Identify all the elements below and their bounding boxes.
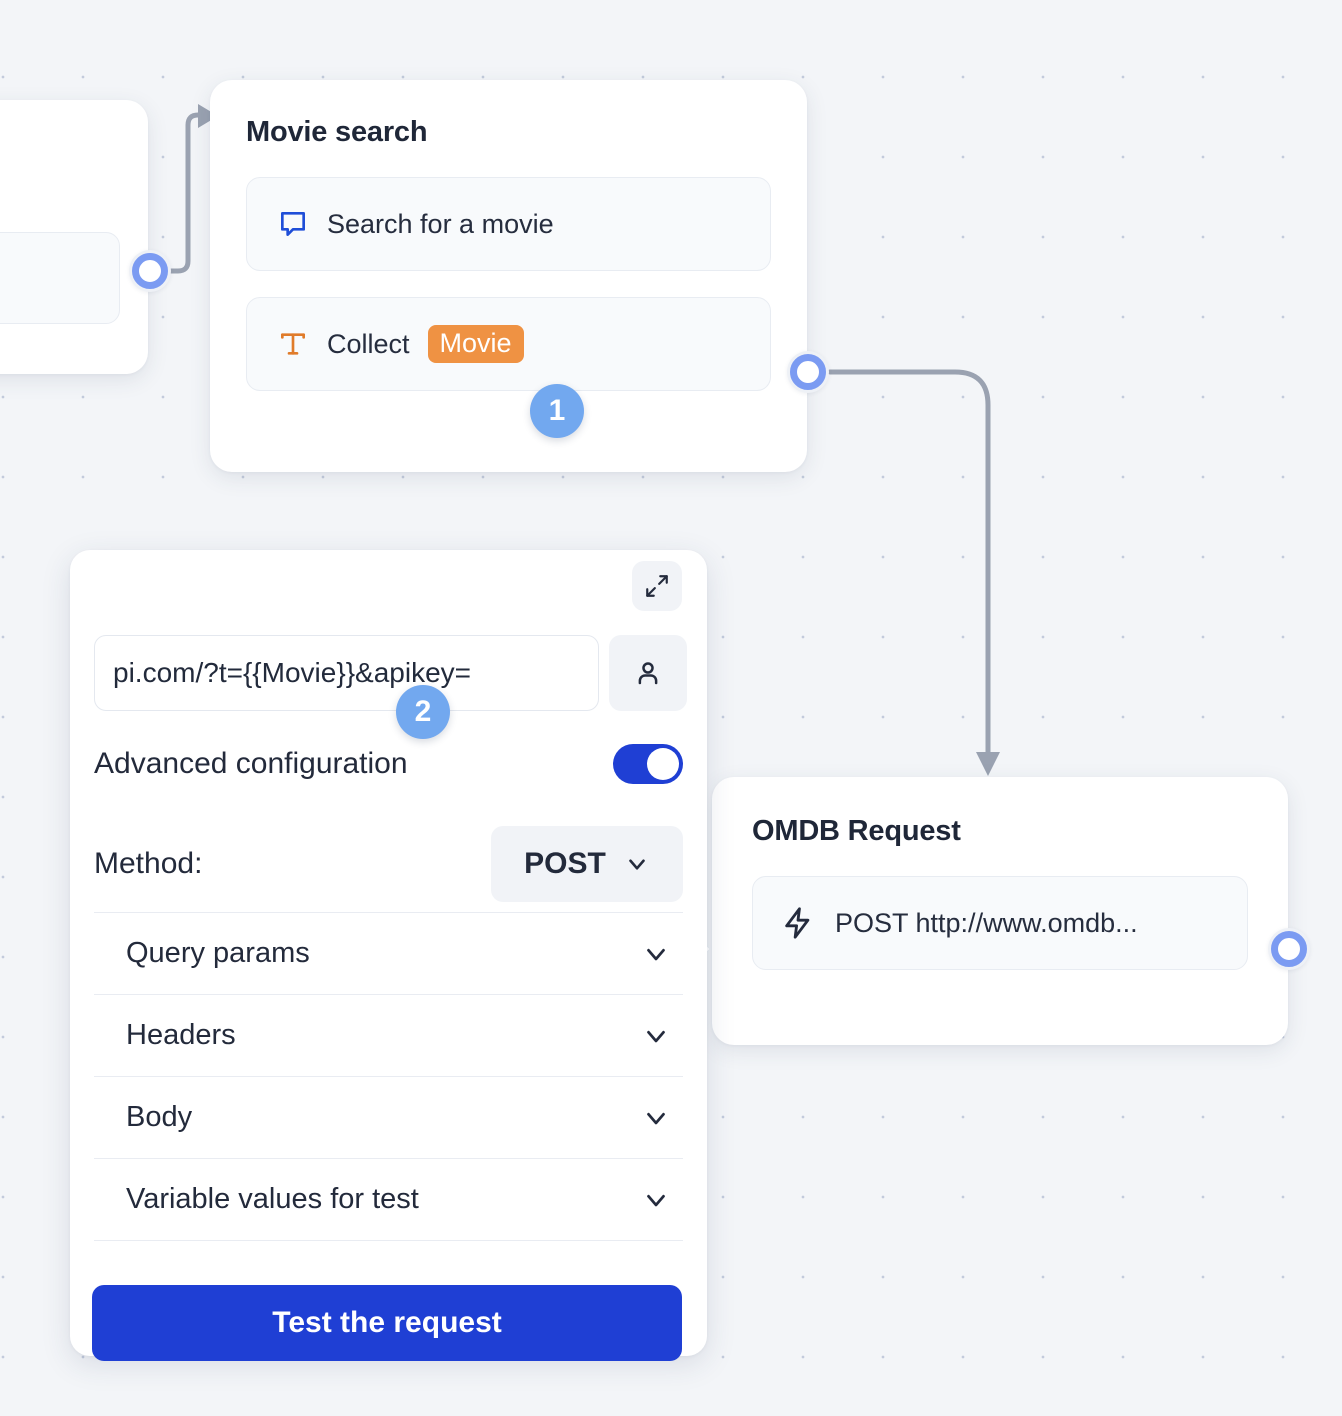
accordion-label: Headers (126, 1019, 236, 1051)
chevron-down-icon (641, 939, 671, 969)
node-step-collect-movie[interactable]: Collect Movie (246, 297, 771, 391)
method-label: Method: (94, 847, 203, 880)
step-badge-2[interactable]: 2 (396, 685, 450, 739)
node-card-partial-left[interactable] (0, 100, 148, 374)
speech-bubble-icon (277, 208, 309, 240)
expand-diagonal-icon (644, 573, 670, 599)
node-step-label: Search for a movie (327, 208, 554, 239)
user-variable-button[interactable] (609, 635, 687, 711)
request-url-input[interactable] (94, 635, 599, 711)
advanced-configuration-toggle[interactable] (613, 744, 683, 784)
chevron-down-icon (641, 1021, 671, 1051)
accordion-item-variable-values-for-test[interactable]: Variable values for test (94, 1159, 683, 1241)
advanced-configuration-row: Advanced configuration (94, 744, 683, 784)
accordion-label: Variable values for test (126, 1183, 419, 1215)
request-config-panel[interactable]: Advanced configuration Method: POST Quer… (70, 550, 707, 1356)
lightning-bolt-icon (781, 906, 815, 940)
accordion-item-body[interactable]: Body (94, 1077, 683, 1159)
accordion-label: Body (126, 1101, 193, 1133)
node-step-search-for-a-movie[interactable]: Search for a movie (246, 177, 771, 271)
connector-port-omdb-output[interactable] (1268, 928, 1310, 970)
node-title-omdb-request: OMDB Request (752, 815, 961, 847)
connector-port-left-node[interactable] (129, 250, 171, 292)
accordion-item-headers[interactable]: Headers (94, 995, 683, 1077)
config-accordion: Query params Headers Body (94, 912, 683, 1241)
toggle-knob (647, 748, 679, 780)
advanced-configuration-label: Advanced configuration (94, 747, 408, 780)
accordion-item-query-params[interactable]: Query params (94, 913, 683, 995)
method-value: POST (524, 847, 606, 880)
test-the-request-button[interactable]: Test the request (92, 1285, 682, 1361)
expand-panel-button[interactable] (632, 561, 682, 611)
chevron-down-icon (641, 1103, 671, 1133)
variable-tag-movie[interactable]: Movie (427, 324, 524, 364)
chevron-down-icon (624, 851, 650, 877)
chevron-down-icon (641, 1185, 671, 1215)
node-step-post-request[interactable]: POST http://www.omdb... (752, 876, 1248, 970)
node-title-movie-search: Movie search (246, 116, 428, 148)
node-step-row-placeholder (0, 232, 120, 324)
step-badge-1[interactable]: 1 (530, 384, 584, 438)
person-icon (633, 658, 663, 688)
accordion-label: Query params (126, 937, 310, 969)
node-card-movie-search[interactable]: Movie search Search for a movie Collect … (210, 80, 807, 472)
connector-port-movie-search-output[interactable] (787, 351, 829, 393)
node-card-omdb-request[interactable]: OMDB Request POST http://www.omdb... (690, 777, 1288, 1045)
text-type-icon (277, 328, 309, 360)
method-row: Method: POST (94, 826, 683, 902)
node-step-label: Collect (327, 328, 410, 359)
url-row (94, 635, 687, 711)
node-step-label: POST http://www.omdb... (835, 907, 1138, 938)
method-select[interactable]: POST (491, 826, 683, 902)
